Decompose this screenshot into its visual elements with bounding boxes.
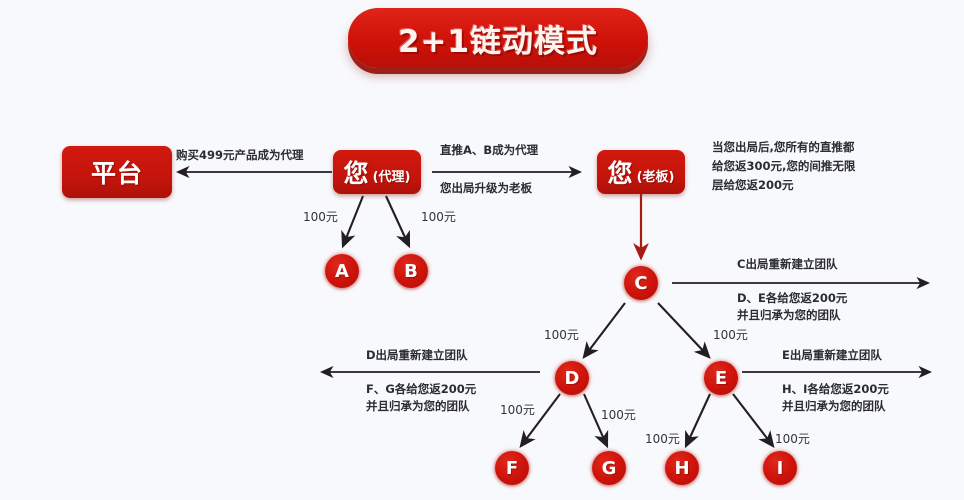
money-label-to-b: 100元 xyxy=(421,210,456,224)
you-agent-box: 您 (代理) xyxy=(333,150,421,194)
money-label-to-i: 100元 xyxy=(775,432,810,446)
you-boss-box: 您 (老板) xyxy=(597,150,685,194)
agent-to-boss-bottom-label: 您出局升级为老板 xyxy=(440,181,532,195)
node-b: B xyxy=(394,254,428,288)
node-e-label: E xyxy=(714,367,728,389)
money-label-to-g: 100元 xyxy=(601,408,636,422)
node-i-label: I xyxy=(776,457,784,479)
money-label-to-a: 100元 xyxy=(303,210,338,224)
c-exit-bottom-line-1: D、E各给您返200元 xyxy=(737,291,848,305)
node-g: G xyxy=(592,451,626,485)
node-c-label: C xyxy=(634,272,648,294)
node-d-label: D xyxy=(564,367,580,389)
node-g-label: G xyxy=(601,457,617,479)
c-exit-bottom-line-2: 并且归承为您的团队 xyxy=(737,308,841,322)
node-f: F xyxy=(495,451,529,485)
e-exit-bottom-line-1: H、I各给您返200元 xyxy=(782,382,889,396)
c-exit-top-label: C出局重新建立团队 xyxy=(737,257,838,271)
node-h: H xyxy=(665,451,699,485)
money-label-to-h: 100元 xyxy=(645,432,680,446)
node-h-label: H xyxy=(674,457,690,479)
money-label-to-d: 100元 xyxy=(544,328,579,342)
you-agent-label: 您 xyxy=(343,159,370,188)
you-boss-label: 您 xyxy=(607,159,634,188)
d-exit-bottom-line-1: F、G各给您返200元 xyxy=(366,382,477,396)
platform-arrow-label: 购买499元产品成为代理 xyxy=(176,148,304,162)
node-a-label: A xyxy=(335,260,349,282)
page-title: 2+1链动模式 xyxy=(397,23,599,60)
e-exit-bottom-line-2: 并且归承为您的团队 xyxy=(782,399,886,413)
d-exit-bottom-line-2: 并且归承为您的团队 xyxy=(366,399,470,413)
node-f-label: F xyxy=(505,457,519,479)
title-banner: 2+1链动模式 xyxy=(348,8,648,68)
boss-note-line-2: 给您返300元,您的间推无限 xyxy=(712,159,856,173)
boss-note-line-3: 层给您返200元 xyxy=(712,178,794,192)
node-e: E xyxy=(704,361,738,395)
platform-label: 平台 xyxy=(90,159,143,188)
agent-to-boss-top-label: 直推A、B成为代理 xyxy=(440,143,539,157)
node-a: A xyxy=(325,254,359,288)
e-exit-top-label: E出局重新建立团队 xyxy=(782,348,882,362)
node-d: D xyxy=(555,361,589,395)
money-label-to-e: 100元 xyxy=(713,328,748,342)
you-agent-role: (代理) xyxy=(372,169,411,185)
node-b-label: B xyxy=(404,260,418,282)
platform-box: 平台 xyxy=(62,146,172,198)
boss-note-line-1: 当您出局后,您所有的直推都 xyxy=(712,140,855,154)
money-label-to-f: 100元 xyxy=(500,403,535,417)
node-c: C xyxy=(624,266,658,300)
node-i: I xyxy=(763,451,797,485)
d-exit-top-label: D出局重新建立团队 xyxy=(366,348,468,362)
you-boss-role: (老板) xyxy=(636,169,675,185)
